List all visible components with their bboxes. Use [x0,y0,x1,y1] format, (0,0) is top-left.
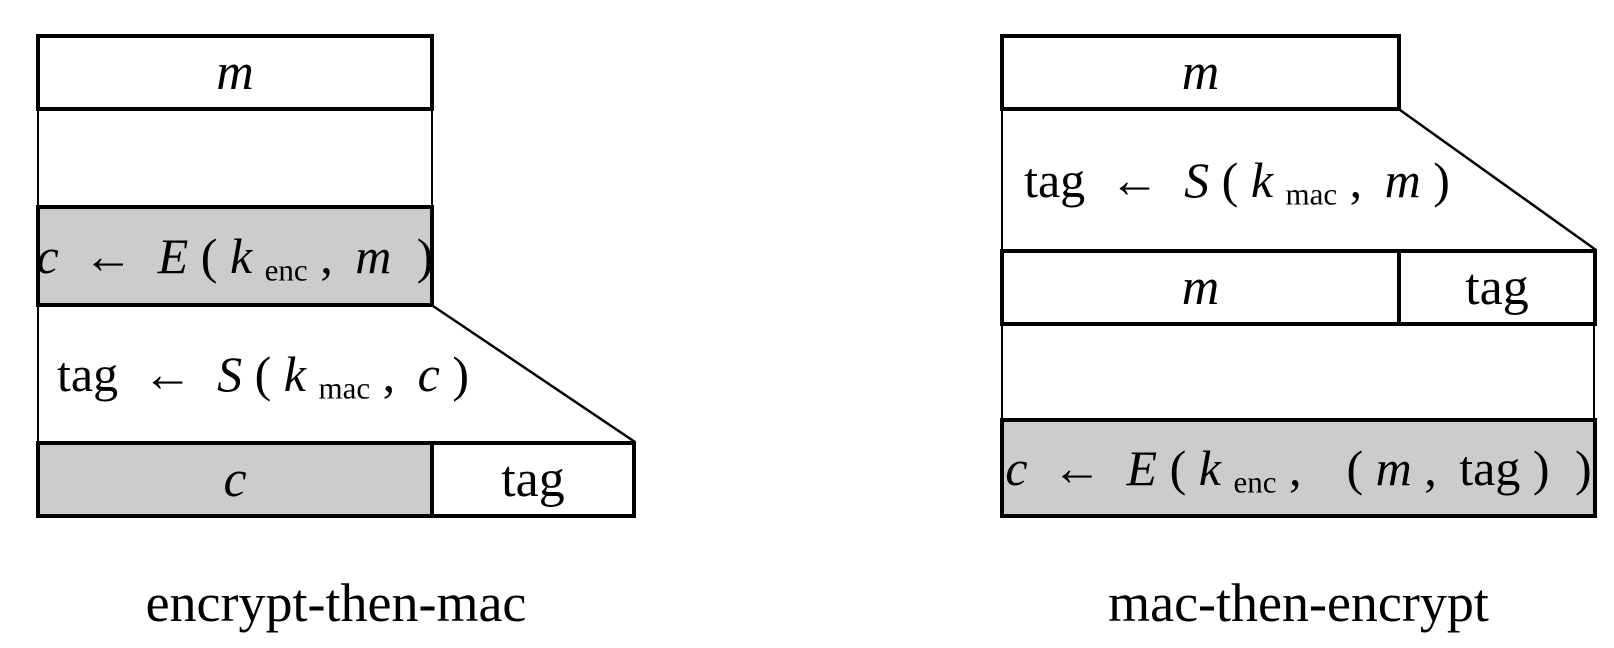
etm-mac-close-paren: ) [452,346,469,402]
mte-message-label: m [1181,43,1220,101]
mte-enc-open-paren: ( [1169,440,1187,496]
etm-mac-key-sub: mac [318,370,371,406]
mte-encrypt-formula: c ← E ( k enc , ( m , tag ) ) [1005,440,1592,497]
etm-mac-open-paren: ( [254,346,272,402]
etm-message-box: m [36,34,434,111]
mte-enc-pair-close: ) [1532,440,1550,496]
etm-enc-func: E [157,228,189,284]
etm-enc-key: k [229,228,253,284]
mte-mac-step-region: tag ← S ( k mac , m ) [1001,111,1471,249]
etm-enc-arrow-icon: ← [83,228,134,284]
etm-enc-key-sub: enc [264,252,308,288]
mte-enc-comma: , [1288,440,1302,496]
mte-mid-message-label: m [1181,258,1220,316]
mte-enc-pair-second: tag [1459,440,1521,496]
mte-enc-arrow-icon: ← [1052,440,1103,496]
mte-mac-comma: , [1349,152,1363,208]
mte-enc-key-sub: enc [1233,464,1277,500]
etm-enc-close-paren: ) [416,228,434,284]
etm-output-cipher-box: c [36,441,434,518]
mte-message-box: m [1000,34,1401,111]
mte-mid-tag-box: tag [1397,249,1597,326]
mte-mac-func: S [1184,152,1210,208]
etm-mac-lhs: tag [57,346,119,402]
mte-mac-lhs: tag [1024,152,1086,208]
etm-mac-formula: tag ← S ( k mac , c ) [57,346,469,403]
mte-mac-open-paren: ( [1221,152,1239,208]
mte-mac-formula: tag ← S ( k mac , m ) [1024,152,1450,209]
etm-mac-key: k [283,346,306,402]
etm-mac-arrow-icon: ← [142,346,193,402]
mte-caption: mac-then-encrypt [1108,573,1489,633]
mte-mac-arrow-icon: ← [1109,152,1160,208]
mte-enc-pair-comma: , [1424,440,1437,496]
etm-enc-comma: , [320,228,333,284]
mte-enc-pair-first: m [1375,440,1412,496]
etm-enc-arg: m [355,228,392,284]
etm-encrypt-step-box: c ← E ( k enc , m ) [36,205,434,307]
etm-caption: encrypt-then-mac [145,573,527,633]
etm-mac-comma: , [382,346,396,402]
mte-enc-pair-open: ( [1346,440,1364,496]
etm-mac-step-region: tag ← S ( k mac , c ) [37,307,487,441]
mte-connector-region [1001,326,1595,418]
etm-connector-region [37,111,433,205]
etm-output-tag-box: tag [430,441,636,518]
etm-output-cipher-label: c [223,450,247,508]
mte-encrypt-step-box: c ← E ( k enc , ( m , tag ) ) [1000,418,1597,518]
mte-mac-arg: m [1384,152,1421,208]
etm-mac-arg: c [417,346,440,402]
mte-mac-close-paren: ) [1433,152,1450,208]
mte-enc-lhs: c [1005,440,1028,496]
etm-output-tag-label: tag [501,450,565,508]
mte-enc-close-paren: ) [1575,440,1592,496]
mte-enc-key: k [1198,440,1221,496]
mte-mid-message-box: m [1000,249,1401,326]
mte-enc-func: E [1126,440,1158,496]
etm-message-label: m [216,43,254,101]
mte-mac-key: k [1250,152,1274,208]
mte-mac-key-sub: mac [1285,176,1338,212]
etm-enc-open-paren: ( [200,228,218,284]
etm-enc-lhs: c [36,228,59,284]
mte-mid-tag-label: tag [1465,258,1529,316]
etm-mac-func: S [217,346,243,402]
etm-encrypt-formula: c ← E ( k enc , m ) [36,228,434,285]
